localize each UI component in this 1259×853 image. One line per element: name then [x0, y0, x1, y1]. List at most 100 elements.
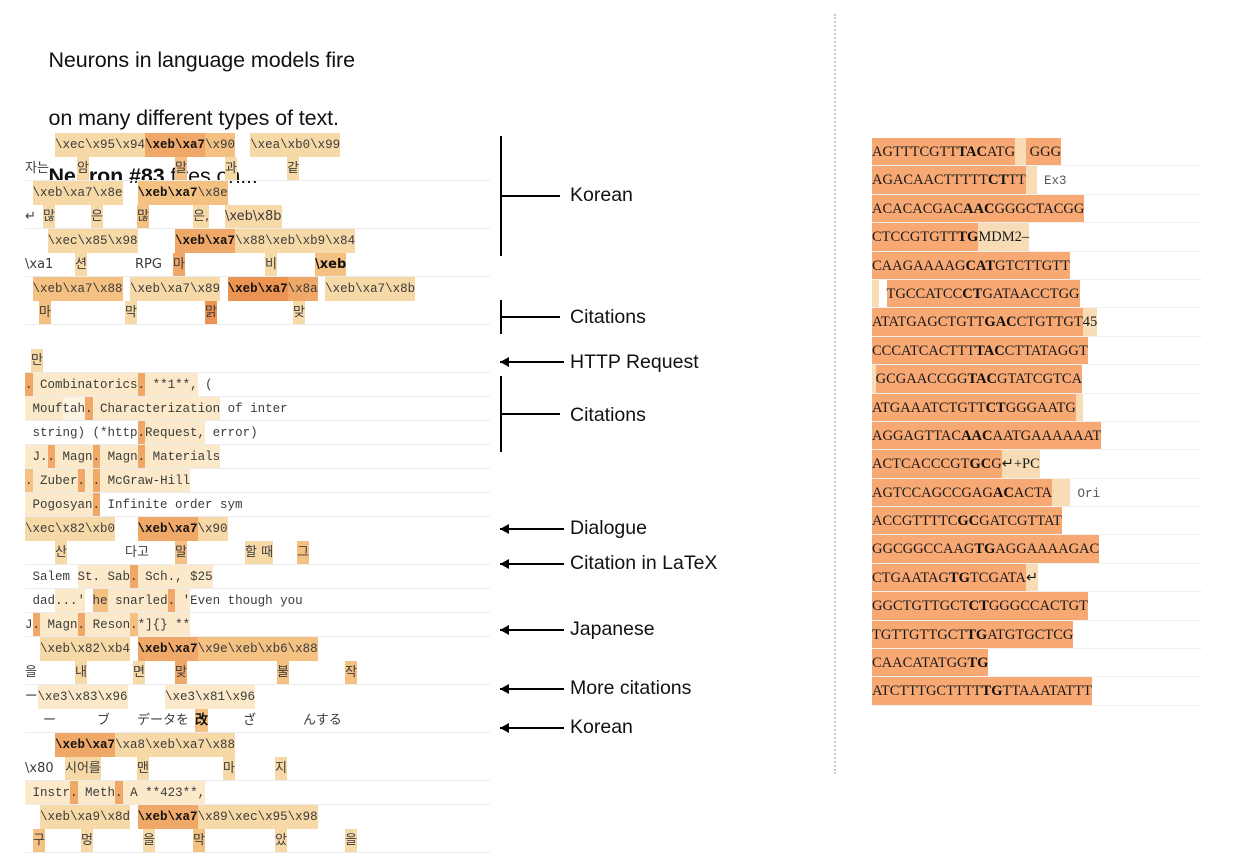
text-token: \x90 [197, 517, 228, 541]
arrow-http-request [500, 357, 564, 367]
text-token: 구 [33, 829, 45, 852]
text-token: Magn [55, 445, 93, 468]
text-token: \xeb\xa7\x89 [130, 277, 221, 301]
row-dialogue: dad...' he snarled. 'Even though you [25, 589, 490, 613]
dna-row-13: AGTCCAGCCGAGACACTA Ori [872, 478, 1202, 508]
panel-divider [834, 14, 836, 774]
text-token: \xeb\xa7 [137, 637, 198, 661]
dna-token: ATG [986, 138, 1016, 166]
dna-token: AAC [963, 194, 995, 223]
text-token: \x9e\xeb\xb6\x88 [197, 637, 318, 661]
dna-token: CT [962, 279, 983, 308]
label-citation-latex: Citation in LaTeX [570, 552, 718, 574]
dna-row-7: ATATGAGCTGTTGACCTGTTGT45 [872, 308, 1202, 337]
text-token: \xa1 [25, 257, 54, 272]
text-token: McGraw-Hill [100, 469, 191, 492]
glyph-line: ーブデータを改ざんする [25, 709, 490, 732]
escape-line: \xeb\xa9\x8d \xeb\xa7\x89\xec\x95\x98 [25, 805, 490, 829]
text-token: Sch., $25 [137, 565, 213, 588]
row-mouftah: Mouftah. Characterization of inter [25, 397, 490, 421]
row-http: string) (*http.Request, error) [25, 421, 490, 445]
text-token: Magn [100, 445, 138, 468]
text-token: \xeb\xa7\x8b [325, 277, 416, 301]
dna-row-4: CTCCGTGTTTGMDM2– [872, 223, 1202, 252]
dna-token: GGGCTACGG [994, 194, 1085, 223]
escape-line: \xeb\xa7\x88 \xeb\xa7\x89 \xeb\xa7\x8a \… [25, 277, 490, 301]
text-token: 시어를 [65, 757, 101, 780]
text-token: \xeb\xa7 [137, 181, 198, 205]
text-token: **1**, [145, 373, 198, 396]
text-token: . [130, 565, 138, 588]
text-token: . [137, 421, 146, 444]
arrow-more-citations [500, 684, 564, 694]
dna-token: TT [1008, 166, 1026, 194]
dna-token [872, 365, 876, 393]
text-token: 말 [175, 157, 187, 180]
text-token: \xeb\xa7 [55, 733, 116, 757]
dna-token: AAC [961, 421, 993, 450]
text-token: \xeb\xa7 [137, 517, 198, 541]
text-token [85, 469, 93, 492]
text-token [318, 277, 326, 301]
arrow-dialogue [500, 524, 564, 534]
text-token: Instr [25, 781, 71, 804]
dna-row-18: TGTTGTTGCTTGATGTGCTCG [872, 620, 1202, 650]
label-citations-2: Citations [570, 404, 646, 426]
label-korean-2: Korean [570, 716, 633, 738]
text-token [128, 685, 166, 709]
text-token: 改 [195, 709, 209, 732]
dna-row-15: GGCGGCCAAGTGAGGAAAAGAC [872, 535, 1202, 564]
dna-annotation: Ex3 [1044, 174, 1067, 189]
arrow-citation-latex [500, 559, 564, 569]
text-token: \xeb\xa7\x88 [32, 277, 123, 301]
escape-line [25, 325, 490, 349]
text-token: Magn [40, 613, 78, 636]
text-token: J. [25, 445, 48, 468]
text-token: 멍 [81, 829, 93, 852]
text-token: 을 [143, 829, 155, 852]
text-token: 은, [193, 205, 210, 228]
text-token: \x80 [25, 761, 54, 776]
text-token [123, 181, 138, 205]
escape-line: \xeb\x82\xb4 \xeb\xa7\x9e\xeb\xb6\x88 [25, 637, 490, 661]
text-token: 많 [43, 205, 55, 228]
dna-token: CTGTTGT [1016, 308, 1083, 336]
dna-token [1025, 166, 1037, 194]
text-token: Zuber [32, 469, 78, 492]
dna-token: ATGTGCTCG [987, 620, 1074, 649]
text-token [25, 637, 40, 661]
dna-row-12: ACTCACCCGTGCG↵+PC [872, 450, 1202, 479]
row-pogosyan: Pogosyan. Infinite order sym [25, 493, 490, 517]
dna-token: ACTCACCCGT [872, 450, 970, 478]
dna-token: GGG [1026, 138, 1062, 166]
text-token: 을 [25, 665, 37, 680]
dna-token: GATCGTTAT [979, 507, 1062, 535]
dna-token: CAT [965, 251, 995, 279]
text-token: . [47, 445, 56, 468]
text-token: \xeb [315, 253, 347, 276]
dna-token: GATAACCTGG [982, 279, 1080, 308]
text-token [25, 229, 48, 253]
text-token [25, 733, 55, 757]
text-token: データを [137, 713, 190, 728]
text-token: 지 [275, 757, 287, 780]
text-token: Combinatorics [32, 373, 138, 396]
arrow-japanese [500, 625, 564, 635]
dna-token: AGGAAAAGAC [995, 535, 1100, 563]
text-token: \xeb\xa9\x8d [40, 805, 131, 829]
text-token: Reson [85, 613, 131, 636]
text-token: 할 때 [245, 541, 274, 564]
dna-token: AGGAGTTAC [872, 421, 962, 450]
dna-token: ATATGAGCTGTT [872, 308, 985, 336]
text-token: Even though you [190, 594, 303, 608]
dna-row-20: ATCTTTGCTTTTTGTTAAATATTT [872, 677, 1202, 706]
text-token: 맞 [293, 301, 305, 324]
dna-row-9: GCGAACCGGTACGTATCGTCA [872, 365, 1202, 394]
